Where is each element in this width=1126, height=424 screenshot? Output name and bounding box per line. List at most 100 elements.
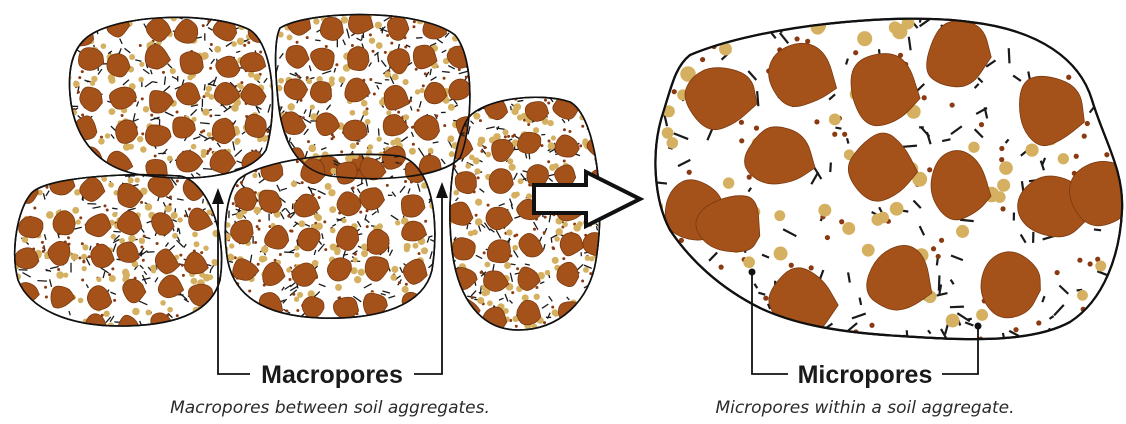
silt-particle bbox=[338, 76, 345, 83]
fine-particle bbox=[1089, 68, 1094, 73]
fine-particle bbox=[278, 319, 281, 322]
silt-particle bbox=[403, 114, 409, 120]
silt-particle bbox=[518, 178, 524, 184]
organic-fragment bbox=[464, 22, 469, 26]
macropores-label: Macropores bbox=[261, 361, 403, 389]
silt-particle bbox=[453, 316, 459, 322]
organic-fragment bbox=[19, 308, 22, 317]
fine-particle bbox=[259, 51, 262, 54]
silt-particle bbox=[265, 152, 272, 159]
silt-particle bbox=[73, 81, 80, 88]
fine-particle bbox=[200, 131, 203, 134]
organic-fragment bbox=[233, 298, 239, 304]
fine-particle bbox=[249, 306, 252, 309]
organic-fragment bbox=[435, 202, 437, 208]
fine-particle bbox=[1101, 94, 1106, 99]
fine-particle bbox=[979, 122, 984, 127]
silt-particle bbox=[330, 228, 335, 233]
silt-particle bbox=[724, 294, 738, 308]
fine-particle bbox=[581, 280, 584, 283]
fine-particle bbox=[45, 296, 48, 299]
organic-fragment bbox=[202, 108, 203, 112]
silt-particle bbox=[409, 148, 416, 155]
silt-particle bbox=[223, 269, 229, 275]
organic-fragment bbox=[454, 8, 460, 15]
silt-particle bbox=[46, 211, 54, 219]
fine-particle bbox=[1082, 134, 1087, 139]
organic-fragment bbox=[1110, 31, 1120, 42]
fine-particle bbox=[179, 254, 182, 257]
silt-particle bbox=[589, 256, 594, 261]
silt-particle bbox=[392, 74, 399, 81]
fine-particle bbox=[405, 283, 408, 286]
silt-particle bbox=[341, 16, 348, 23]
silt-particle bbox=[345, 155, 353, 163]
fine-particle bbox=[477, 176, 480, 179]
fine-particle bbox=[739, 138, 744, 143]
fine-particle bbox=[258, 219, 261, 222]
fine-particle bbox=[150, 114, 153, 117]
organic-fragment bbox=[177, 228, 178, 232]
organic-fragment bbox=[13, 227, 15, 236]
silt-particle bbox=[486, 152, 492, 158]
fine-particle bbox=[249, 307, 252, 310]
organic-fragment bbox=[462, 9, 469, 10]
silt-particle bbox=[477, 297, 484, 304]
organic-fragment bbox=[460, 310, 461, 317]
silt-particle bbox=[143, 106, 149, 112]
organic-fragment bbox=[442, 72, 450, 73]
fine-particle bbox=[296, 41, 299, 44]
silt-particle bbox=[261, 246, 268, 253]
silt-particle bbox=[306, 78, 312, 84]
fine-particle bbox=[188, 208, 191, 211]
silt-particle bbox=[354, 276, 361, 283]
fine-particle bbox=[176, 180, 179, 183]
fine-particle bbox=[306, 36, 309, 39]
fine-particle bbox=[971, 10, 976, 15]
organic-fragment bbox=[73, 174, 79, 178]
fine-particle bbox=[597, 302, 600, 305]
silt-particle bbox=[892, 24, 908, 40]
fine-particle bbox=[562, 257, 565, 260]
fine-particle bbox=[373, 93, 376, 96]
fine-particle bbox=[415, 68, 418, 71]
silt-particle bbox=[18, 176, 24, 182]
fine-particle bbox=[544, 99, 547, 102]
organic-fragment bbox=[1009, 48, 1010, 63]
silt-particle bbox=[384, 71, 391, 78]
organic-fragment bbox=[585, 298, 589, 299]
fine-particle bbox=[769, 11, 774, 16]
sand-particle bbox=[449, 79, 471, 100]
organic-fragment bbox=[110, 15, 111, 22]
fine-particle bbox=[1113, 67, 1118, 72]
fine-particle bbox=[404, 180, 407, 183]
fine-particle bbox=[42, 250, 45, 253]
silt-particle bbox=[137, 136, 143, 142]
silt-particle bbox=[288, 316, 295, 323]
silt-particle bbox=[448, 104, 455, 111]
fine-particle bbox=[999, 146, 1004, 151]
fine-particle bbox=[273, 153, 276, 156]
silt-particle bbox=[514, 103, 521, 110]
silt-particle bbox=[476, 92, 483, 99]
fine-particle bbox=[600, 305, 603, 308]
silt-particle bbox=[128, 235, 136, 243]
organic-fragment bbox=[725, 31, 728, 38]
fine-particle bbox=[869, 323, 874, 328]
fine-particle bbox=[1036, 320, 1041, 325]
silt-particle bbox=[862, 244, 875, 257]
fine-particle bbox=[121, 114, 124, 117]
silt-particle bbox=[192, 231, 198, 237]
silt-particle bbox=[227, 254, 233, 260]
silt-particle bbox=[252, 11, 259, 18]
fine-particle bbox=[678, 11, 683, 16]
silt-particle bbox=[191, 9, 196, 14]
fine-particle bbox=[318, 196, 321, 199]
fine-particle bbox=[568, 130, 571, 133]
fine-particle bbox=[82, 260, 85, 263]
fine-particle bbox=[359, 211, 362, 214]
fine-particle bbox=[552, 327, 555, 330]
fine-particle bbox=[354, 253, 357, 256]
